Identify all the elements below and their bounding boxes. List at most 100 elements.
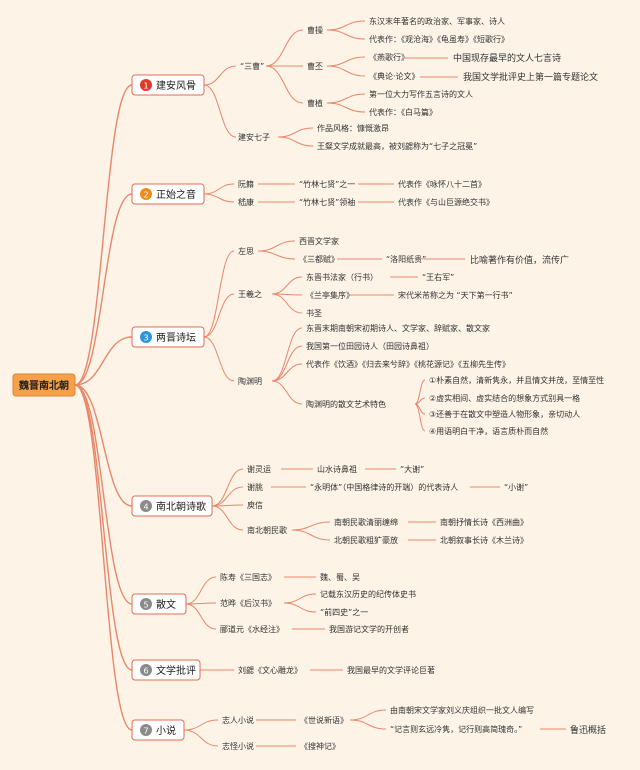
connector-line [185,603,217,630]
connector-line [183,729,219,747]
node-san-guo: 魏、蜀、吴 [320,572,360,582]
node-ruan-ji-works: 代表作《咏怀八十二首》 [398,179,486,189]
connector-line [74,193,133,386]
connector-line [277,127,314,138]
section-title: 散文 [156,598,176,611]
section-3[interactable]: 3 两晋诗坛 [131,326,205,348]
section-number: 7 [143,727,148,736]
connector-line [203,183,235,195]
connector-line [203,250,235,338]
node-wxz-calligrapher: 东晋书法家（行书） [306,272,378,282]
connector-line [211,486,244,507]
node-wen-xin-note: 我国最早的文学评论巨著 [347,665,435,675]
node-tym-works: 代表作《饮酒》《归去来兮辞》《桃花源记》《五柳先生传》 [306,359,510,369]
node-shu-sheng: 书圣 [306,308,322,318]
number-badge-icon [140,500,152,512]
node-ruan-ji: 阮籍 [238,179,254,189]
root-box[interactable] [12,373,76,397]
section-7[interactable]: 7 小说 [131,719,185,741]
section-number: 5 [143,601,148,610]
connector-line [257,250,296,260]
node-fan-ye: 范晔《后汉书》 [220,598,276,608]
node-cao-zhi: 曹植 [307,98,323,108]
connector-line [326,20,366,31]
section-1[interactable]: 1 建安风骨 [131,74,205,96]
connector-line [74,384,133,507]
connector-line [211,505,244,531]
connector-line [74,384,133,605]
connector-lines [74,20,566,747]
node-mu-lan-shi: 北朝叙事长诗《木兰诗》 [440,535,528,545]
node-xie-ling-yun: 谢灵运 [247,464,271,474]
node-nan-chao-min-ge: 南朝民歌清丽缠绵 [334,517,398,527]
connector-line [271,363,303,382]
connector-line [271,345,303,382]
connector-line [326,29,366,40]
node-ji-kang-role: “竹林七贤”领袖 [299,197,355,207]
node-tym-feature-4: ④用语明白干净，语言质朴而自然 [429,426,548,436]
connector-line [74,384,133,731]
node-qi-zi-style: 作品风格：慷慨激昂 [317,123,389,133]
section-6[interactable]: 6 文学批评 [131,659,201,681]
node-zhi-ren: 志人小说 [222,715,254,725]
number-badge-icon [140,724,152,736]
node-tao-yuan-ming: 陶渊明 [238,376,262,386]
connector-line [349,719,387,730]
connector-line [326,102,366,113]
node-cao-zhi-works: 代表作：《白马篇》 [369,107,437,117]
node-yu-xin: 庾信 [247,500,263,510]
connector-line [271,293,303,314]
node-yong-ming-ti: “永明体”（中国格律诗的开端）的代表诗人 [310,482,458,492]
node-liu-xie: 刘勰《文心雕龙》 [238,665,302,675]
number-badge-icon [140,598,152,610]
node-tym-pastoral: 我国第一位田园诗人（田园诗鼻祖） [306,341,434,351]
section-title: 南北朝诗歌 [156,500,206,513]
section-2[interactable]: 2 正始之音 [131,183,205,205]
node-ruan-ji-role: “竹林七贤”之一 [299,179,355,189]
node-yan-ge-xing-note: 中国现存最早的文人七言诗 [453,52,561,64]
number-badge-icon [140,331,152,343]
node-li-dao-yuan: 郦道元《水经注》 [220,624,284,634]
connector-line [291,521,331,531]
node-cao-pi: 曹丕 [307,61,323,71]
connector-line [203,293,235,338]
section-4[interactable]: 4 南北朝诗歌 [131,495,213,517]
connector-line [283,602,317,613]
connector-line [185,576,217,605]
node-sou-shen-ji: 《搜神记》 [300,741,340,751]
node-zuo-si-desc: 西晋文学家 [299,236,339,246]
node-cao-cao-desc: 东汉末年著名的政治家、军事家、诗人 [369,16,505,26]
section-number: 1 [143,82,148,91]
section-title: 正始之音 [156,188,196,201]
connector-line [265,65,304,104]
node-san-du-fu: 《三都赋》 [299,255,339,264]
connector-line [414,403,426,432]
node-lu-xun: 鲁迅概括 [570,724,606,736]
node-ji-kang-works: 代表作《与山巨源绝交书》 [398,197,494,207]
number-badge-icon [140,79,152,91]
connector-line [74,84,133,386]
section-number: 2 [143,191,148,200]
node-xi-zhou-qu: 南朝抒情长诗《西洲曲》 [440,517,528,527]
section-5[interactable]: 5 散文 [131,593,187,615]
section-number: 4 [143,503,148,512]
node-xiao-xie: “小谢” [504,482,528,492]
node-tym-desc: 东晋末期南朝宋初期诗人、文学家、辞赋家、散文家 [306,323,490,333]
connector-line [74,384,133,671]
node-shui-jing-zhu-note: 我国游记文学的开创者 [329,624,409,634]
root-label: 魏晋南北朝 [18,379,69,392]
connector-line [203,193,235,203]
node-dian-lun: 《典论·论文》 [369,71,420,81]
node-wang-xi-zhi: 王羲之 [238,289,262,299]
node-cao-zhi-desc: 第一位大力写作五言诗的文人 [369,89,473,99]
node-shi-shuo-xin-yu: 《世说新语》 [300,715,348,725]
node-chen-shou: 陈寿《三国志》 [220,572,276,582]
node-xie-tiao: 谢朓 [247,482,263,492]
node-tym-prose-features: 陶渊明的散文艺术特色 [306,399,386,409]
node-qi-zi-wang-can: 王粲文学成就最高，被刘勰称为“七子之冠冕” [317,141,477,151]
section-title: 小说 [156,724,176,737]
node-tym-feature-2: ②虚实相间、虚实结合的想象方式别具一格 [429,393,580,403]
node-cao-cao: 曹操 [307,25,323,35]
node-yan-ge-xing: 《燕歌行》 [369,52,409,62]
